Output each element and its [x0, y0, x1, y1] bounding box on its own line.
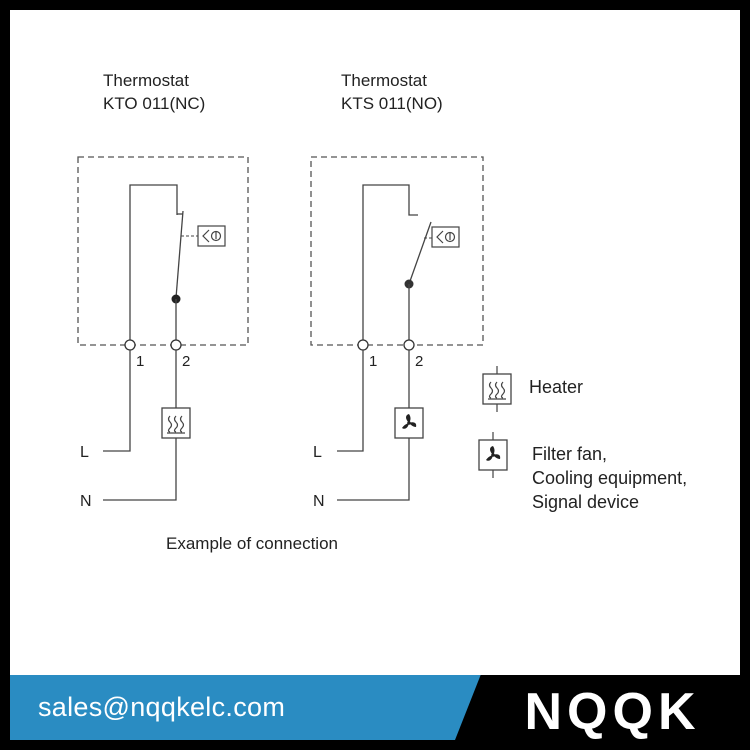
legend: Heater Filter fan, Cooling equipment, Si…: [478, 366, 687, 512]
legend-heater-label: Heater: [529, 377, 583, 397]
diagram-caption: Example of connection: [166, 534, 338, 553]
nc-switch-contact: [175, 210, 184, 299]
nc-terminal-2-label: 2: [182, 353, 190, 370]
no-line-l-label: L: [313, 444, 322, 461]
legend-fan-icon: [478, 439, 508, 471]
thermostat-nc-title: Thermostat: [103, 71, 189, 90]
thermostat-nc-group: Thermostat KTO 011(NC) 1 2 L N: [77, 71, 249, 510]
nc-terminal-2: [170, 339, 182, 351]
no-switch-contact: [408, 221, 432, 285]
legend-fan-line2: Cooling equipment,: [532, 468, 687, 488]
wiring-diagram: Thermostat KTO 011(NC) 1 2 L N: [77, 71, 687, 553]
legend-heater-icon: [482, 373, 512, 405]
contact-email[interactable]: sales@nqqkelc.com: [38, 692, 286, 722]
nc-internal-wire-1: [129, 184, 178, 342]
no-wire-n: [337, 438, 410, 501]
nc-line-l-label: L: [80, 444, 89, 461]
page-frame: Thermostat KTO 011(NC) 1 2 L N: [10, 10, 740, 740]
thermo-sensor-icon: [431, 226, 460, 248]
heater-icon: [161, 407, 191, 439]
nc-terminal-1-label: 1: [136, 353, 144, 370]
thermostat-no-group: Thermostat KTS 011(NO) 1 2 L N: [310, 71, 484, 510]
fan-icon: [394, 407, 424, 439]
no-line-n-label: N: [313, 493, 325, 510]
no-wire-l: [337, 350, 364, 452]
no-terminal-2: [403, 339, 415, 351]
legend-fan-line3: Signal device: [532, 492, 639, 512]
legend-fan-line1: Filter fan,: [532, 444, 607, 464]
thermostat-nc-housing: [77, 156, 249, 346]
thermostat-no-housing: [310, 156, 484, 346]
thermostat-nc-model: KTO 011(NC): [103, 94, 205, 113]
no-terminal-1: [357, 339, 369, 351]
nc-wire-l: [103, 350, 131, 452]
nc-line-n-label: N: [80, 493, 92, 510]
brand-banner: [455, 675, 740, 740]
contact-banner: [10, 675, 490, 740]
nc-terminal-1: [124, 339, 136, 351]
nc-wire-n: [103, 438, 177, 501]
no-internal-wire-1: [362, 184, 418, 342]
no-terminal-1-label: 1: [369, 353, 377, 370]
thermostat-no-model: KTS 011(NO): [341, 94, 443, 113]
thermostat-no-title: Thermostat: [341, 71, 427, 90]
no-terminal-2-label: 2: [415, 353, 423, 370]
thermo-sensor-icon: [197, 225, 226, 247]
brand-logo: NQQK: [524, 683, 701, 740]
